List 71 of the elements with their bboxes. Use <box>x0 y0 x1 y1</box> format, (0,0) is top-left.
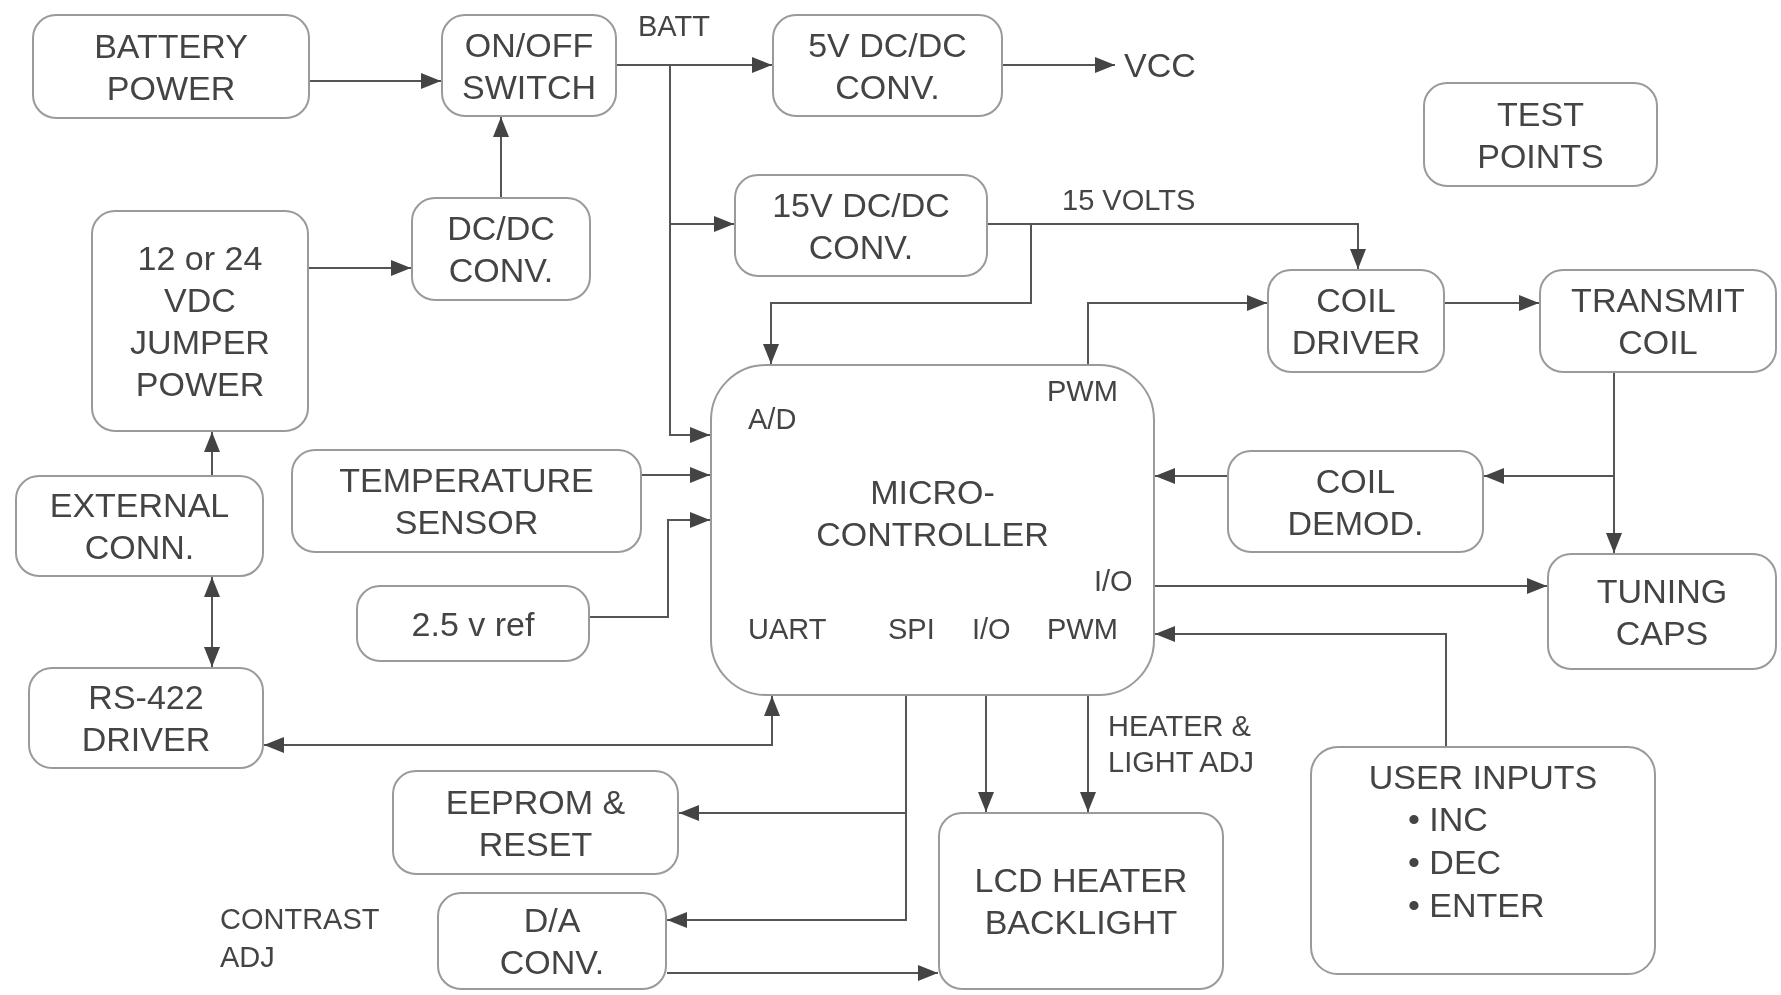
microcontroller-block <box>710 364 1155 696</box>
port-label: UART <box>748 612 827 646</box>
arrow <box>309 73 442 89</box>
process-box <box>1539 269 1777 373</box>
block-title: USER INPUTS <box>1368 757 1598 798</box>
process-box <box>32 14 310 119</box>
process-box <box>1547 553 1777 670</box>
block-label: EXTERNAL CONN. <box>48 485 231 568</box>
process-box <box>1267 269 1445 373</box>
block-label: TRANSMIT COIL <box>1570 280 1746 363</box>
block-label: TEMPERATURE SENSOR <box>338 460 595 543</box>
process-box <box>392 770 679 875</box>
list-item: • INC <box>1408 799 1489 840</box>
arrow <box>1002 57 1116 73</box>
output-label: VCC <box>1124 45 1196 86</box>
arrow <box>1606 372 1622 554</box>
process-box <box>1423 82 1658 187</box>
process-box <box>291 449 642 553</box>
block-label: COIL DEMOD. <box>1286 460 1425 544</box>
block-title: MICRO-CONTROLLER <box>815 472 1050 555</box>
process-box <box>15 475 264 577</box>
block-label: 12 or 24 VDC JUMPER POWER <box>129 238 271 405</box>
port-label: PWM <box>1047 374 1118 408</box>
port-label: I/O <box>1094 564 1133 598</box>
block-label: 2.5 v ref <box>411 603 535 645</box>
list-item: • ENTER <box>1408 885 1545 926</box>
port-label: A/D <box>748 402 797 436</box>
arrow <box>204 576 220 668</box>
arrow <box>666 965 939 981</box>
process-box <box>411 197 591 301</box>
arrow <box>1444 295 1540 311</box>
block-label: ON/OFF SWITCH <box>460 24 598 108</box>
block-label: DC/DC CONV. <box>446 208 556 291</box>
arrow <box>1087 295 1268 365</box>
arrow <box>978 695 994 813</box>
arrow <box>308 260 412 276</box>
arrow <box>589 512 711 618</box>
process-box <box>1227 450 1484 553</box>
block-label: TUNING CAPS <box>1595 570 1729 654</box>
arrow <box>1154 626 1447 747</box>
arrow <box>641 467 711 483</box>
process-box <box>772 14 1003 117</box>
process-box <box>441 14 617 117</box>
port-label: SPI <box>888 612 935 646</box>
block-label: RS-422 DRIVER <box>80 677 212 760</box>
block-label: LCD HEATER BACKLIGHT <box>973 860 1189 943</box>
arrow <box>493 116 509 198</box>
block-label: TEST POINTS <box>1476 93 1605 177</box>
block-label: D/A CONV. <box>498 900 606 983</box>
arrow <box>1080 695 1096 813</box>
port-label: I/O <box>972 612 1011 646</box>
arrow <box>204 431 220 476</box>
port-label: PWM <box>1047 612 1118 646</box>
arrow <box>763 223 1032 365</box>
list-item: • DEC <box>1408 842 1503 883</box>
block-label: BATTERY POWER <box>93 25 249 109</box>
block-label: 15V DC/DC CONV. <box>771 184 951 268</box>
block-label: 5V DC/DC CONV. <box>807 24 968 108</box>
block-label: EEPROM & RESET <box>444 781 627 865</box>
block-label: COIL DRIVER <box>1290 280 1422 363</box>
arrow <box>1154 578 1548 594</box>
process-box <box>28 667 264 769</box>
process-box <box>938 812 1224 990</box>
arrow <box>263 695 780 753</box>
arrow <box>1154 468 1228 484</box>
process-box <box>734 174 988 277</box>
process-box <box>91 210 309 432</box>
process-box <box>437 892 667 990</box>
input-block <box>1310 746 1656 975</box>
side-note: CONTRAST ADJ <box>220 902 380 975</box>
process-box <box>356 585 590 662</box>
